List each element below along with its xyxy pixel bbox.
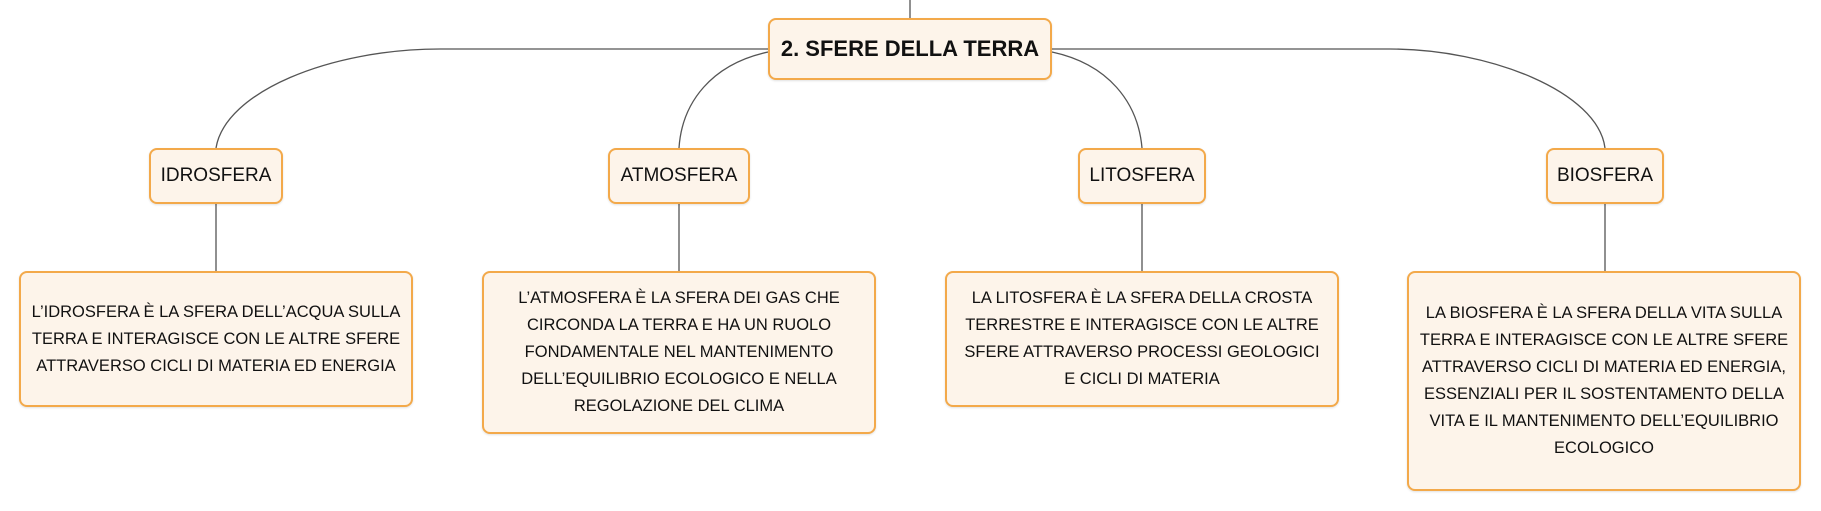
description-text-biosfera: LA BIOSFERA È LA SFERA DELLA VITA SULLA …	[1419, 304, 1789, 457]
connector-root-biosfera	[1052, 48, 1606, 149]
connector-root-atmosfera	[678, 51, 769, 149]
topic-node-idrosfera[interactable]: IDROSFERA	[149, 148, 283, 204]
topic-node-biosfera[interactable]: BIOSFERA	[1546, 148, 1664, 204]
root-node[interactable]: 2. SFERE DELLA TERRA	[768, 18, 1052, 80]
topic-node-litosfera[interactable]: LITOSFERA	[1078, 148, 1206, 204]
description-node-litosfera[interactable]: LA LITOSFERA È LA SFERA DELLA CROSTA TER…	[945, 271, 1339, 407]
connector-root-idrosfera	[215, 48, 768, 149]
topic-node-atmosfera[interactable]: ATMOSFERA	[608, 148, 750, 204]
description-node-idrosfera[interactable]: L’IDROSFERA È LA SFERA DELL’ACQUA SULLA …	[19, 271, 413, 407]
description-node-biosfera[interactable]: LA BIOSFERA È LA SFERA DELLA VITA SULLA …	[1407, 271, 1801, 491]
description-text-idrosfera: L’IDROSFERA È LA SFERA DELL’ACQUA SULLA …	[31, 302, 401, 375]
description-text-litosfera: LA LITOSFERA È LA SFERA DELLA CROSTA TER…	[964, 289, 1320, 388]
topic-label-atmosfera: ATMOSFERA	[620, 165, 738, 186]
description-text-atmosfera: L’ATMOSFERA È LA SFERA DEI GAS CHE CIRCO…	[518, 289, 840, 415]
topic-label-litosfera: LITOSFERA	[1089, 165, 1195, 186]
topic-label-idrosfera: IDROSFERA	[160, 165, 272, 186]
description-node-atmosfera[interactable]: L’ATMOSFERA È LA SFERA DEI GAS CHE CIRCO…	[482, 271, 876, 434]
root-label: 2. SFERE DELLA TERRA	[780, 36, 1040, 61]
connector-root-litosfera	[1051, 51, 1143, 149]
topic-label-biosfera: BIOSFERA	[1556, 165, 1654, 186]
